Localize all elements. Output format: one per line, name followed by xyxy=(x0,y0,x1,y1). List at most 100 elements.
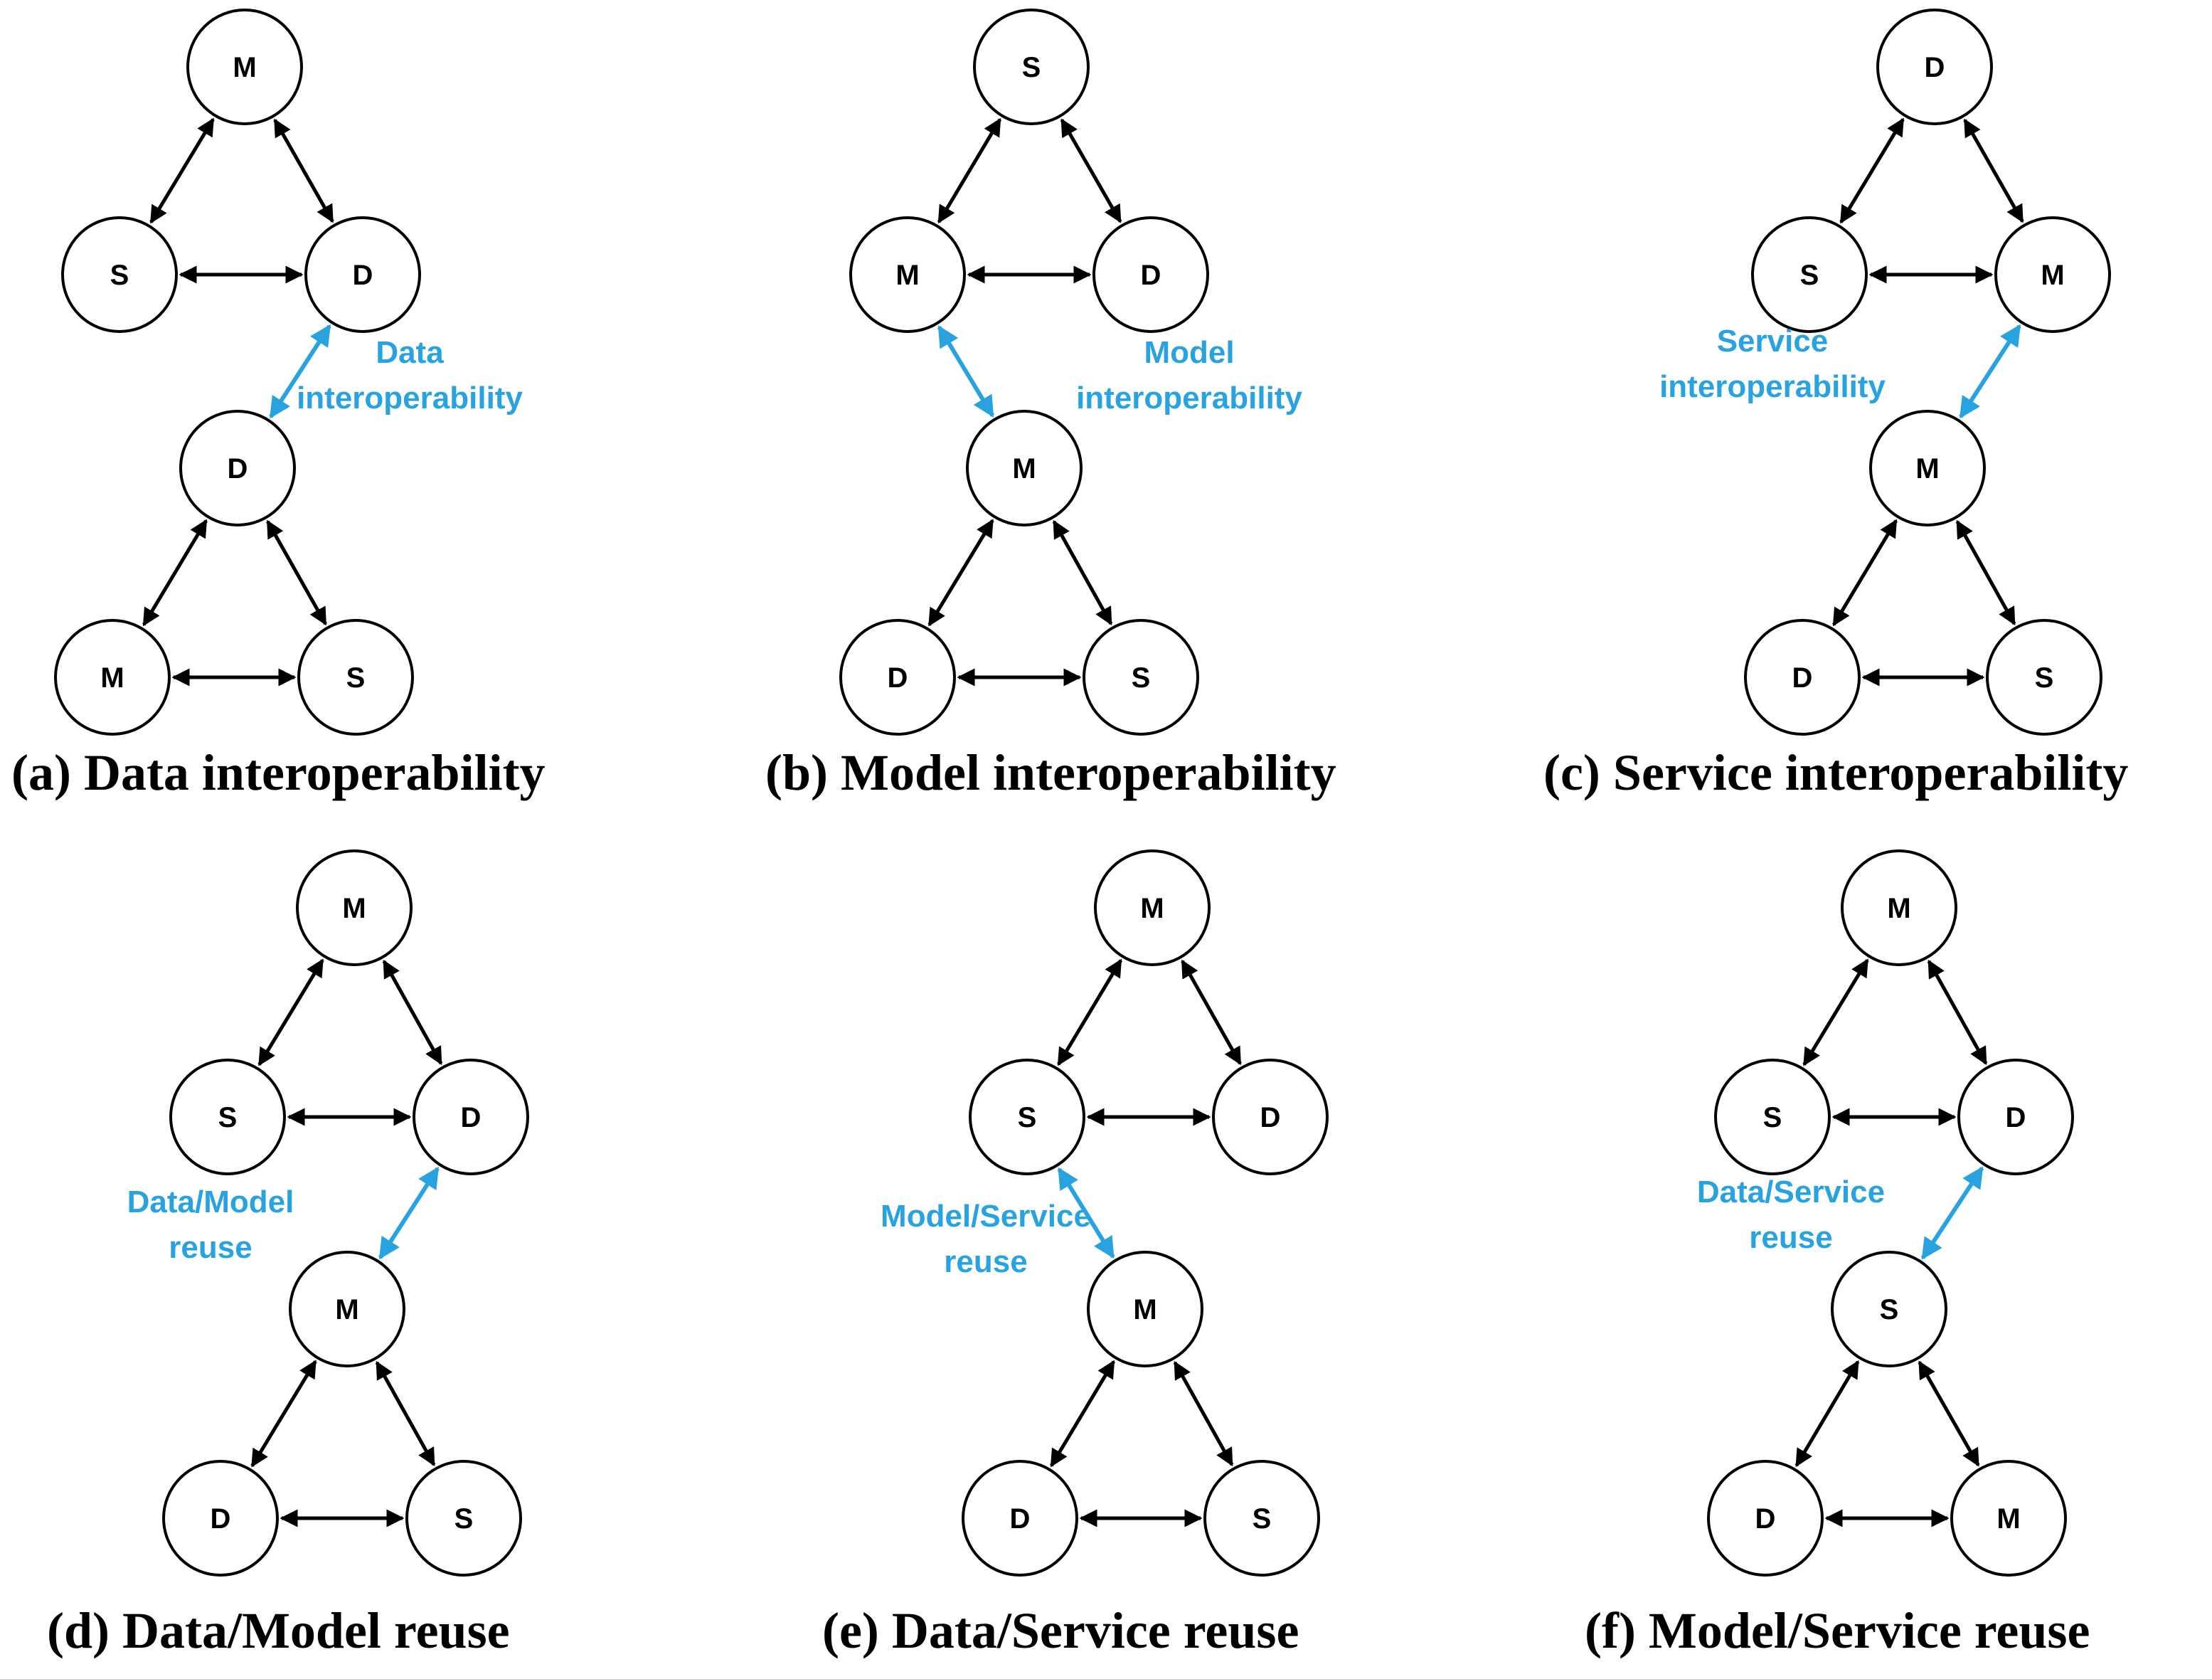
node-upper-top-letter: M xyxy=(233,52,256,83)
node-lower-left-circle xyxy=(839,619,956,736)
node-upper-left-circle xyxy=(61,216,178,333)
node-lower-top: M xyxy=(1869,410,1986,526)
node-lower-left: D xyxy=(839,619,956,736)
node-upper-left-circle xyxy=(1751,216,1868,333)
link-arrow xyxy=(378,1166,440,1260)
link-label-line-2: interoperability xyxy=(297,381,523,415)
edge-lower-top-left xyxy=(927,519,994,627)
link-label-line-1: Model xyxy=(1144,335,1234,370)
edge-lower-top-left xyxy=(142,519,208,627)
node-lower-top: M xyxy=(289,1251,405,1367)
node-lower-right-letter: S xyxy=(2035,662,2054,694)
node-upper-top: M xyxy=(186,9,303,125)
edge-upper-top-right xyxy=(382,959,443,1066)
link-label-line-2: reuse xyxy=(944,1244,1027,1279)
node-lower-left-letter: D xyxy=(1010,1503,1031,1535)
link-arrow xyxy=(269,324,331,419)
node-lower-right-circle xyxy=(297,619,414,736)
panel-caption: (c) Service interoperability xyxy=(1543,744,2128,801)
edge-upper-top-right xyxy=(1060,118,1122,223)
link-label-line-1: Data xyxy=(376,335,444,370)
node-lower-right-circle xyxy=(1203,1460,1320,1577)
node-lower-right-letter: S xyxy=(454,1503,474,1535)
node-lower-top-letter: M xyxy=(1915,453,1939,484)
node-lower-right-circle xyxy=(405,1460,522,1577)
node-lower-right-letter: S xyxy=(1253,1503,1272,1535)
node-upper-top-circle xyxy=(973,9,1090,125)
node-upper-left: M xyxy=(849,216,966,333)
node-upper-top: M xyxy=(296,849,413,966)
node-upper-right-circle xyxy=(1212,1059,1329,1175)
node-lower-top-letter: M xyxy=(335,1294,358,1325)
node-upper-top: M xyxy=(1094,849,1211,966)
node-upper-right-letter: D xyxy=(353,260,373,291)
node-upper-left-letter: S xyxy=(218,1102,238,1133)
node-upper-left-letter: M xyxy=(895,260,919,291)
link-arrow xyxy=(937,325,995,418)
edge-upper-top-right xyxy=(1927,959,1988,1066)
node-lower-left-letter: D xyxy=(1755,1503,1776,1535)
node-lower-top-circle xyxy=(289,1251,405,1367)
link-arrow xyxy=(1959,324,2021,419)
edge-upper-top-left xyxy=(257,958,324,1066)
node-upper-right-letter: D xyxy=(1260,1102,1281,1133)
edge-upper-top-left xyxy=(1057,958,1122,1066)
node-upper-right: D xyxy=(1957,1059,2074,1175)
node-upper-right-letter: D xyxy=(2006,1102,2026,1133)
node-upper-top-letter: M xyxy=(342,893,366,924)
node-lower-top: M xyxy=(1087,1251,1203,1367)
link-label-line-1: Data/Service xyxy=(1697,1175,1885,1209)
node-upper-left: S xyxy=(969,1059,1085,1175)
link-label-line-2: reuse xyxy=(169,1230,252,1265)
node-lower-left-letter: D xyxy=(888,662,908,694)
node-upper-left: S xyxy=(1714,1059,1831,1175)
node-upper-right-circle xyxy=(1994,216,2111,333)
edge-lower-top-right xyxy=(375,1360,436,1467)
node-lower-left-circle xyxy=(162,1460,279,1577)
node-upper-left-circle xyxy=(169,1059,286,1175)
panel-caption: (b) Model interoperability xyxy=(765,744,1336,801)
node-upper-left-letter: S xyxy=(110,260,129,291)
edge-lower-top-right xyxy=(1955,519,2016,626)
edge-lower-top-right xyxy=(266,519,327,626)
edge-lower-top-right xyxy=(1173,1360,1234,1467)
node-lower-left: D xyxy=(962,1460,1078,1577)
node-lower-right-letter: S xyxy=(346,662,366,694)
node-lower-top-letter: M xyxy=(1012,453,1036,484)
node-upper-left: S xyxy=(169,1059,286,1175)
node-upper-top-letter: D xyxy=(1925,52,1945,83)
node-upper-left: S xyxy=(1751,216,1868,333)
node-upper-top-letter: S xyxy=(1022,52,1041,83)
node-upper-right: D xyxy=(1092,216,1209,333)
edge-upper-top-left xyxy=(1802,958,1869,1066)
edge-lower-top-left xyxy=(1794,1360,1860,1468)
node-lower-right: S xyxy=(1986,619,2102,736)
node-lower-left-circle xyxy=(1707,1460,1824,1577)
node-lower-left-circle xyxy=(54,619,171,736)
node-upper-left-letter: S xyxy=(1018,1102,1037,1133)
node-upper-right-circle xyxy=(1092,216,1209,333)
edge-upper-top-left xyxy=(937,117,1002,224)
node-upper-top-circle xyxy=(1841,849,1957,966)
panel-caption: (e) Data/Service reuse xyxy=(822,1602,1299,1659)
node-lower-left: M xyxy=(54,619,171,736)
node-lower-right: S xyxy=(405,1460,522,1577)
node-upper-top-circle xyxy=(1876,9,1993,125)
node-lower-right-letter: M xyxy=(1996,1503,2020,1535)
node-upper-top: M xyxy=(1841,849,1957,966)
link-label-line-1: Data/Model xyxy=(127,1185,294,1219)
node-lower-left-circle xyxy=(962,1460,1078,1577)
panel-caption: (a) Data interoperability xyxy=(11,744,546,801)
node-lower-top-letter: S xyxy=(1880,1294,1899,1325)
node-lower-top: D xyxy=(179,410,296,526)
node-lower-right: S xyxy=(297,619,414,736)
edge-upper-top-left xyxy=(1839,117,1905,224)
panel-caption: (d) Data/Model reuse xyxy=(47,1602,510,1659)
node-upper-left-circle xyxy=(969,1059,1085,1175)
node-upper-right: D xyxy=(413,1059,529,1175)
link-arrow xyxy=(1057,1167,1115,1259)
